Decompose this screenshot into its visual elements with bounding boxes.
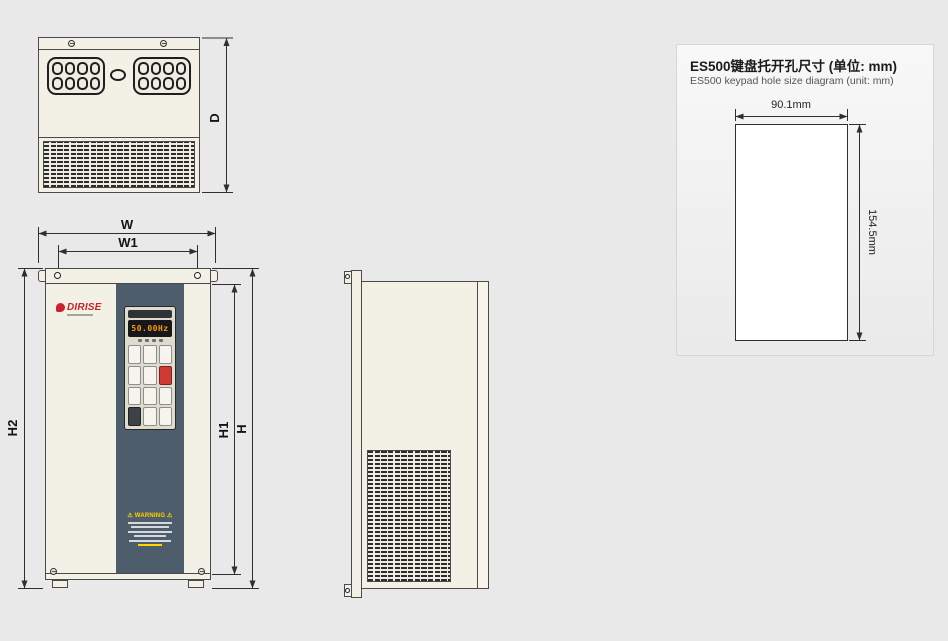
- screw-icon: [50, 568, 57, 575]
- keypad-indicators: [128, 339, 172, 343]
- fan-slot: [138, 62, 149, 75]
- fan-slot: [163, 62, 174, 75]
- dim-label-h1: H1: [216, 422, 231, 439]
- brand-subline: [67, 314, 93, 316]
- warning-text-line: [128, 530, 172, 533]
- keypad-button-stop: [128, 407, 142, 426]
- keypad-button: [128, 386, 142, 406]
- indicator-led: [151, 339, 156, 342]
- warning-text-line: [128, 521, 172, 524]
- brand-mark-icon: [56, 303, 65, 312]
- fan-slot: [163, 77, 174, 90]
- dim-label-h2: H2: [5, 420, 20, 437]
- top-view-strip-line: [39, 49, 199, 50]
- dim-w-group: W: [38, 217, 216, 263]
- display-value: 50.00Hz: [131, 324, 169, 333]
- dim-h1-group: H1: [212, 284, 241, 575]
- fan-slot: [150, 77, 161, 90]
- fan-grille-left: [47, 57, 105, 95]
- keypad-cutout-rect: [735, 124, 848, 341]
- keypad-button-run: [158, 365, 172, 385]
- fan-slot: [89, 77, 100, 90]
- top-vent-grille: [43, 141, 195, 188]
- dim-h2-group: H2: [5, 268, 43, 589]
- side-vent-grille: [367, 450, 451, 582]
- dim-h-group: H: [212, 268, 259, 589]
- fan-slot: [52, 62, 63, 75]
- dim-label-d: D: [207, 113, 222, 122]
- indicator-led: [137, 339, 142, 342]
- mounting-hole: [54, 272, 61, 279]
- fan-slot: [64, 62, 75, 75]
- keypad-button: [143, 365, 157, 385]
- keypad-hole-title-en: ES500 keypad hole size diagram (unit: mm…: [690, 75, 894, 87]
- fan-slot: [150, 62, 161, 75]
- keypad-button: [158, 345, 172, 364]
- keypad-button: [143, 345, 157, 364]
- keypad: 50.00Hz: [124, 306, 176, 430]
- keypad-button: [128, 365, 142, 385]
- fan-grille-right: [133, 57, 191, 95]
- fan-slot: [77, 62, 88, 75]
- mounting-hole: [345, 274, 350, 279]
- front-foot-left: [52, 580, 68, 588]
- front-foot-right: [188, 580, 204, 588]
- keypad-button: [158, 407, 172, 426]
- front-bottom-seam: [46, 573, 210, 574]
- top-view-divider: [39, 137, 199, 138]
- fan-slot: [175, 62, 186, 75]
- fan-slot: [52, 77, 63, 90]
- screw-icon: [198, 568, 205, 575]
- screw-icon: [68, 40, 75, 47]
- warning-text-line: [131, 526, 169, 528]
- warning-text-line: [138, 544, 162, 546]
- fan-slot: [89, 62, 100, 75]
- brand-logo: DIRISE: [56, 302, 114, 316]
- center-vent-oval: [110, 69, 126, 81]
- front-top-seam: [46, 283, 210, 284]
- screw-icon: [160, 40, 167, 47]
- dim-label-w1: W1: [118, 235, 138, 250]
- dim-w1-group: W1: [58, 235, 198, 268]
- brand-name: DIRISE: [67, 302, 102, 313]
- warning-text-line: [134, 535, 166, 537]
- keypad-header: [128, 310, 172, 318]
- keypad-button: [128, 345, 142, 364]
- warning-text-line: [129, 539, 171, 542]
- warning-title: ⚠ WARNING ⚠: [127, 513, 173, 519]
- fan-slot: [138, 77, 149, 90]
- keypad-button: [143, 407, 157, 426]
- keypad-hole-title-zh: ES500键盘托开孔尺寸 (单位: mm): [690, 59, 898, 74]
- keypad-button: [158, 386, 172, 406]
- indicator-led: [144, 339, 149, 342]
- indicator-led: [158, 339, 163, 342]
- keypad-display: 50.00Hz: [128, 320, 172, 337]
- keypad-button: [143, 386, 157, 406]
- dim-label-h: H: [234, 424, 249, 433]
- mounting-hole: [345, 588, 350, 593]
- mounting-hole: [194, 272, 201, 279]
- warning-label: ⚠ WARNING ⚠: [124, 512, 176, 546]
- dim-label-w: W: [121, 217, 134, 232]
- fan-slot: [77, 77, 88, 90]
- keypad-buttons: [128, 345, 172, 426]
- dim-d-group: D: [202, 37, 233, 193]
- fan-slot: [175, 77, 186, 90]
- fan-slot: [64, 77, 75, 90]
- side-front-bezel: [477, 282, 488, 588]
